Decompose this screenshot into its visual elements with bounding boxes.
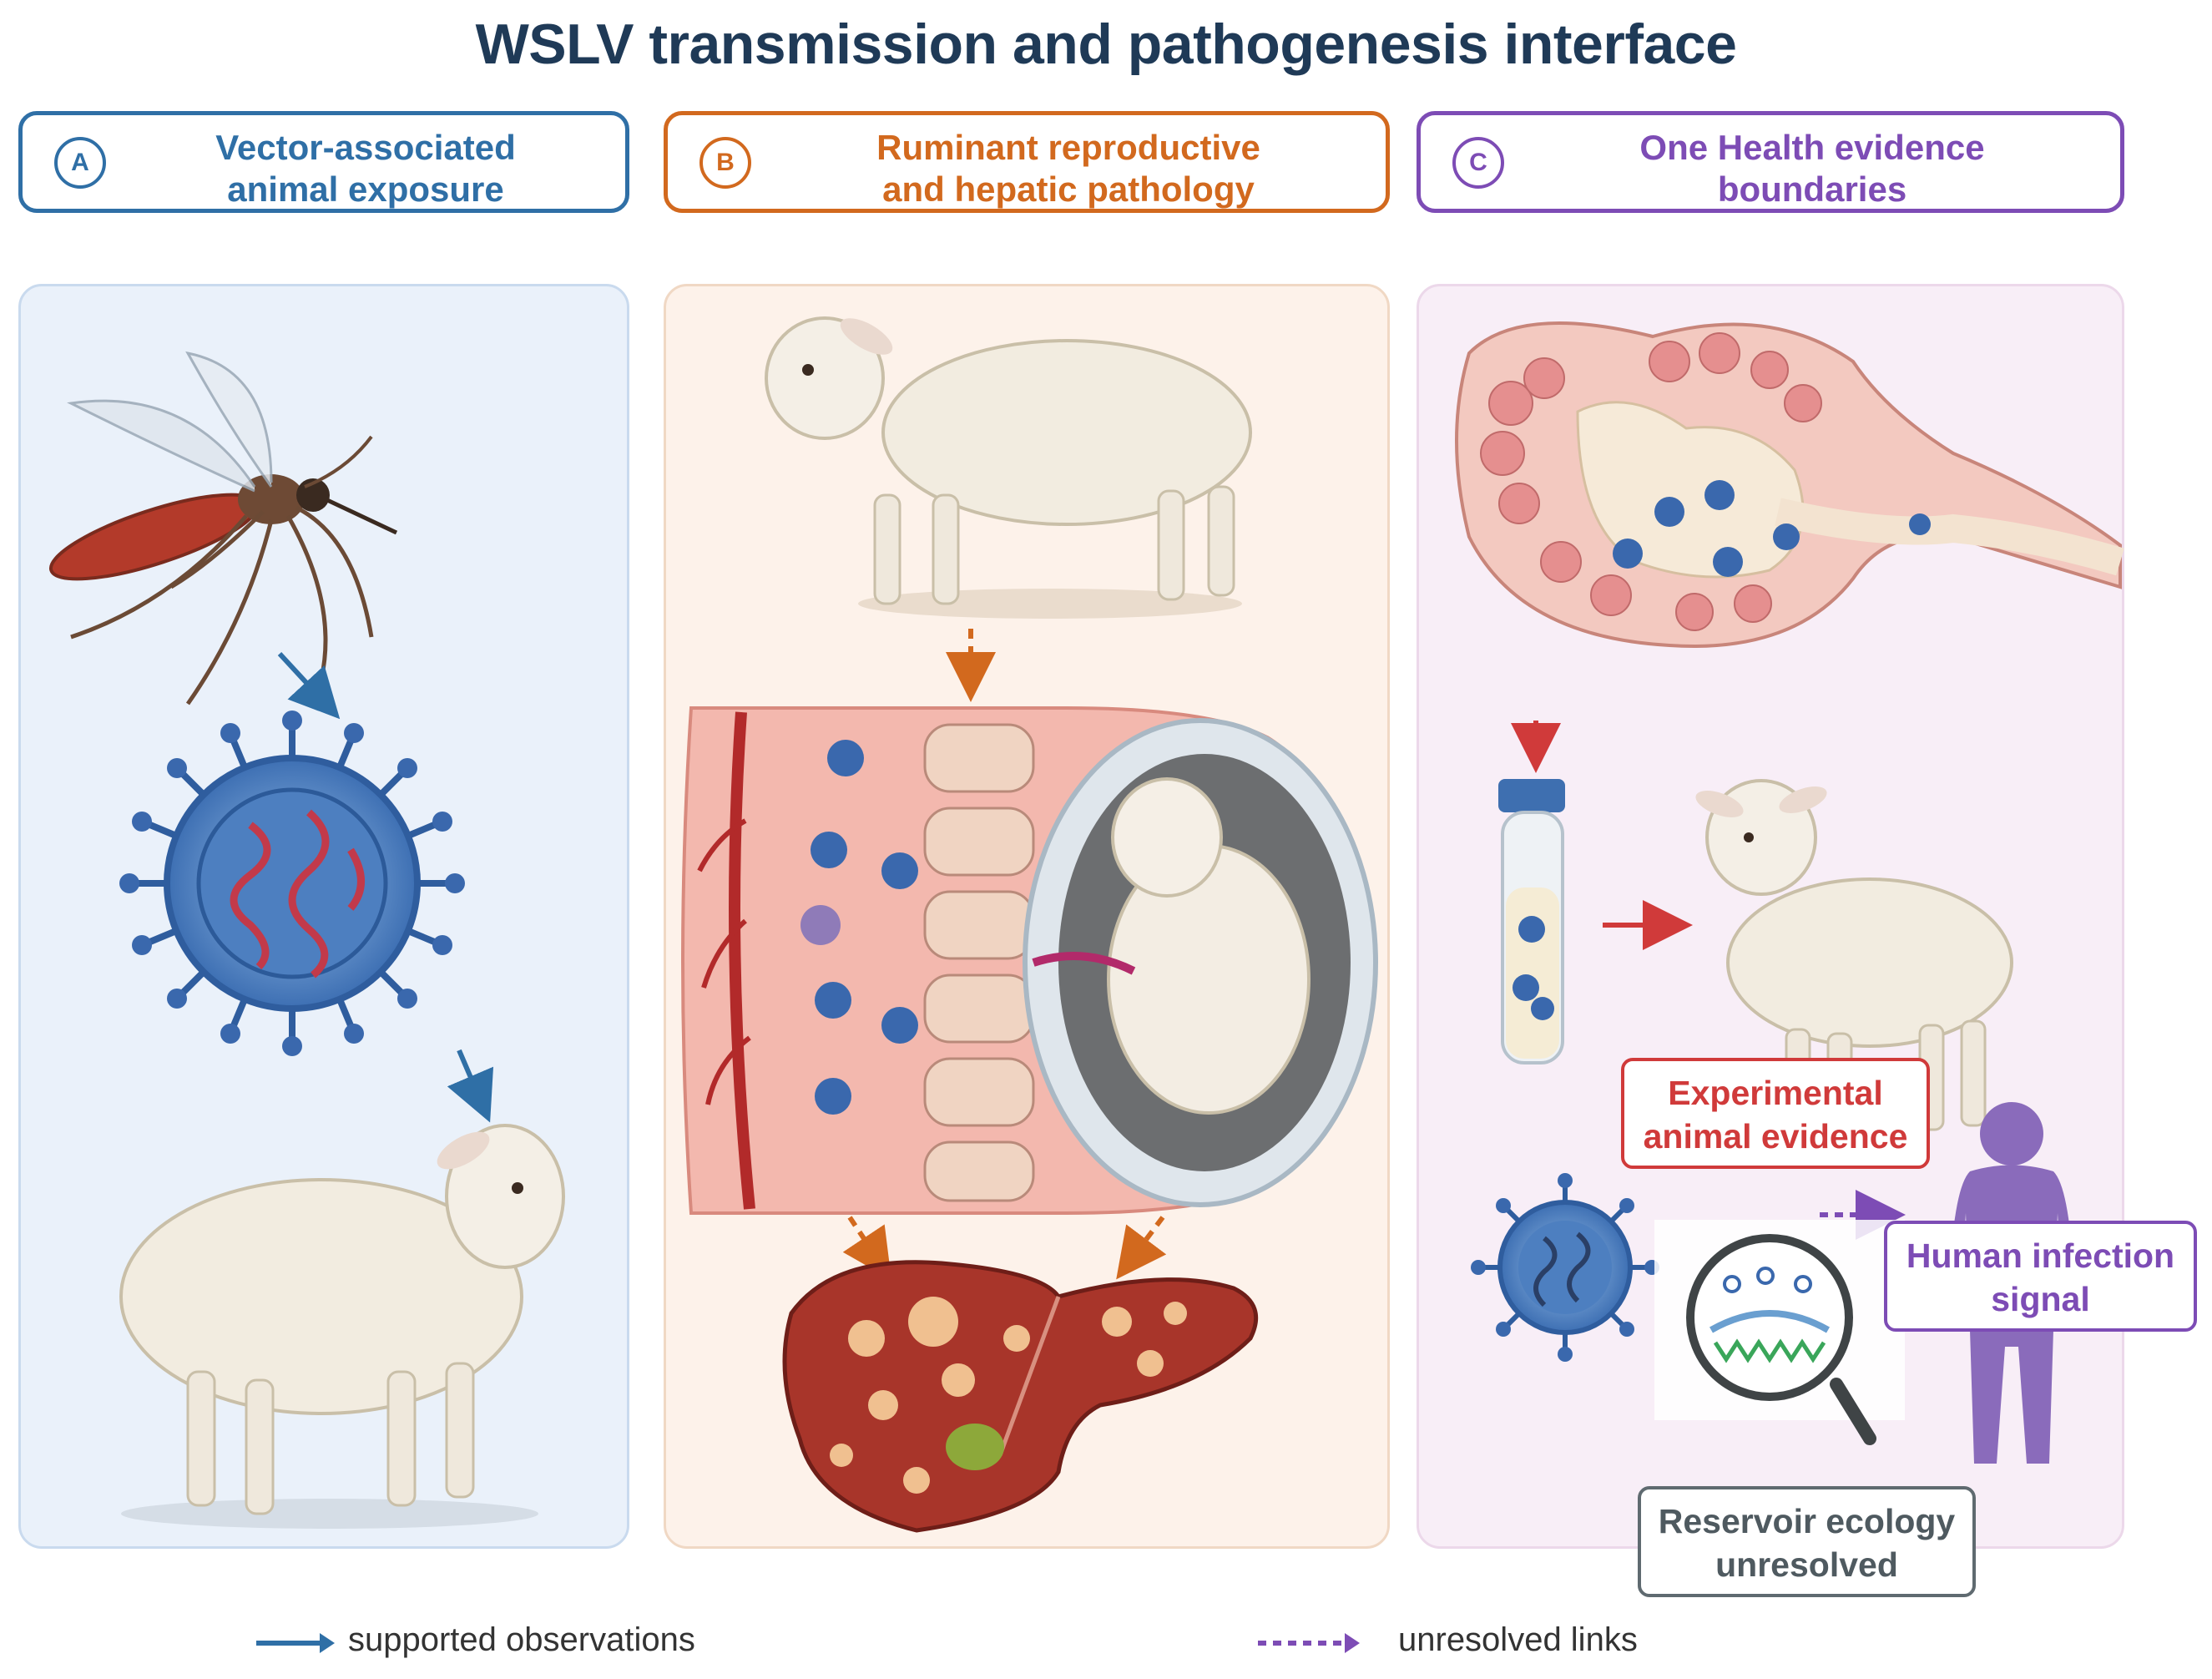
reservoir-callout-line2: unresolved [1715, 1545, 1898, 1584]
panel-a-title: Vector-associated animal exposure [123, 127, 609, 210]
panel-c-letter: C [1452, 137, 1504, 189]
sheep-icon [765, 316, 1252, 619]
panel-b-title-line2: and hepatic pathology [882, 169, 1255, 209]
panel-a [18, 284, 629, 1549]
panel-b-title-line1: Ruminant reproductive [876, 128, 1260, 167]
experimental-callout-line1: Experimental [1668, 1074, 1883, 1112]
panel-b-header: B Ruminant reproductive and hepatic path… [664, 111, 1390, 213]
liver-icon [782, 1260, 1259, 1533]
virus-particle-icon [119, 711, 465, 1056]
legend-unresolved-label: unresolved links [1398, 1621, 1638, 1658]
human-callout-line1: Human infection [1906, 1236, 2175, 1275]
placenta-fetus-cross-section [681, 706, 1378, 1215]
legend-supported: supported observations [255, 1618, 755, 1668]
human-callout-line2: signal [1991, 1280, 2090, 1318]
reservoir-callout-line1: Reservoir ecology [1658, 1502, 1956, 1540]
panel-c [1417, 284, 2124, 1549]
reservoir-ecology-callout: Reservoir ecology unresolved [1638, 1486, 1976, 1597]
tissue-cross-section [1455, 321, 2124, 648]
legend-unresolved: unresolved links [1256, 1618, 1757, 1668]
sample-vial-icon [1498, 779, 1565, 1065]
virus-particle-icon [1471, 1173, 1659, 1362]
panel-c-title: One Health evidence boundaries [1521, 127, 2103, 210]
panel-c-header: C One Health evidence boundaries [1417, 111, 2124, 213]
legend-supported-label: supported observations [348, 1621, 695, 1658]
panel-a-letter: A [54, 137, 106, 189]
panel-b-title: Ruminant reproductive and hepatic pathol… [768, 127, 1369, 210]
panel-c-title-line1: One Health evidence [1639, 128, 1985, 167]
panel-a-title-line1: Vector-associated [215, 128, 516, 167]
panel-a-title-line2: animal exposure [227, 169, 504, 209]
panel-a-header: A Vector-associated animal exposure [18, 111, 629, 213]
human-infection-callout: Human infection signal [1884, 1221, 2197, 1332]
experimental-callout-line2: animal evidence [1643, 1117, 1908, 1156]
sheep-icon [119, 1124, 565, 1529]
panel-b-letter: B [699, 137, 751, 189]
page-title: WSLV transmission and pathogenesis inter… [475, 13, 1737, 76]
magnifier-icon [1654, 1220, 1905, 1445]
mosquito-icon [48, 351, 398, 705]
panel-b [664, 284, 1390, 1549]
panel-c-title-line2: boundaries [1717, 169, 1907, 209]
experimental-evidence-callout: Experimental animal evidence [1621, 1058, 1930, 1169]
